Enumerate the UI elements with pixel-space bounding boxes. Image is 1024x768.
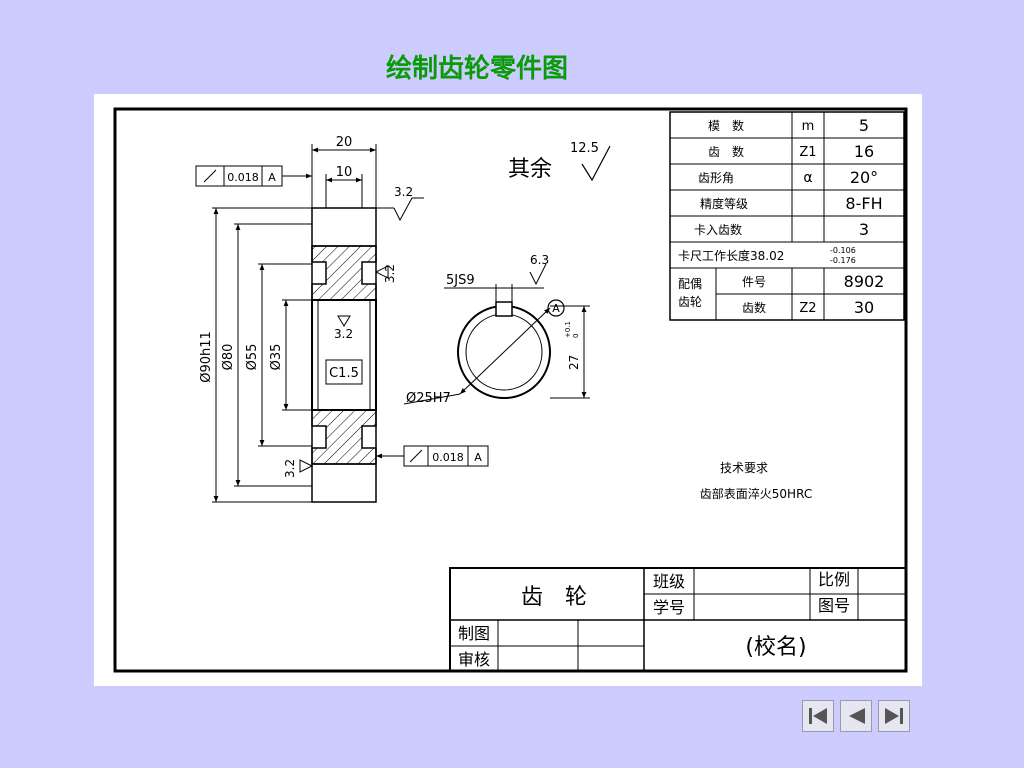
- drawing-no-label: 图号: [818, 596, 850, 615]
- param-row-2-value: 20°: [850, 168, 878, 187]
- class-label: 班级: [653, 572, 685, 591]
- next-slide-button[interactable]: [878, 700, 910, 732]
- previous-slide-icon: [849, 708, 865, 724]
- tolerance-bottom-datum: A: [474, 451, 482, 464]
- student-id-label: 学号: [653, 598, 685, 617]
- mating-row-1-value: 30: [854, 298, 874, 317]
- key-height-tol2: 0: [572, 334, 580, 338]
- param-row-3-name: 精度等级: [700, 196, 748, 211]
- keyway-label: 5JS9: [446, 273, 475, 288]
- drawn-by-label: 制图: [458, 624, 490, 643]
- rough-top: 3.2: [394, 185, 413, 199]
- rough-bottom: 3.2: [283, 459, 297, 478]
- param-row-0-value: 5: [859, 116, 869, 135]
- param-row-2-name: 齿形角: [698, 171, 734, 185]
- remainder-roughness-symbol: [581, 145, 611, 182]
- part-name: 齿 轮: [521, 585, 587, 610]
- dim-d35: Ø35: [269, 344, 284, 371]
- bore-diameter-label: Ø25H7: [406, 391, 451, 406]
- param-row-1-name: 齿 数: [708, 144, 744, 159]
- dim-width-10: 10: [336, 165, 353, 180]
- gear-parameter-table: [669, 111, 905, 321]
- chamfer-label: C1.5: [329, 366, 359, 381]
- tech-requirements-title: 技术要求: [720, 461, 768, 475]
- key-height-label: 27: [567, 355, 581, 370]
- key-height-tol: +0.1: [564, 321, 572, 338]
- rough-right: 3.2: [383, 264, 397, 283]
- mating-row-1-name: 齿数: [742, 300, 766, 315]
- diameter-dimensions: [212, 207, 312, 503]
- remainder-roughness-value: 12.5: [570, 141, 599, 156]
- mating-label-1: 配偶: [678, 277, 702, 291]
- first-slide-button[interactable]: [802, 700, 834, 732]
- remainder-roughness-label: 其余: [508, 157, 552, 182]
- mating-row-0-name: 件号: [742, 275, 766, 289]
- mating-row-0-value: 8902: [844, 272, 885, 291]
- slide-title: 绘制齿轮零件图: [385, 54, 568, 84]
- tolerance-top-value: 0.018: [227, 171, 259, 184]
- tech-requirements-line1: 齿部表面淬火50HRC: [700, 486, 812, 501]
- param-row-1-value: 16: [854, 142, 874, 161]
- datum-label: A: [552, 302, 560, 315]
- tolerance-frame-bottom: [376, 445, 489, 467]
- title-block: [449, 567, 907, 672]
- tolerance-bottom-value: 0.018: [432, 451, 464, 464]
- param-row-2-symbol: α: [803, 170, 812, 186]
- param-row-0-name: 模 数: [708, 118, 744, 133]
- param-row-4-value: 3: [859, 220, 869, 239]
- caliper-upper-dev: -0.106: [830, 246, 856, 255]
- chamfer-box: [325, 359, 363, 385]
- gear-part-drawing: Ø90h11 Ø80 Ø55 Ø35 20 10 3.2 3.2 3.2 3.2…: [94, 94, 922, 686]
- param-row-0-symbol: m: [802, 119, 815, 134]
- first-slide-icon: [809, 708, 827, 724]
- checked-by-label: 审核: [458, 650, 490, 669]
- dim-d90: Ø90h11: [199, 331, 214, 383]
- mating-row-1-symbol: Z2: [799, 301, 816, 316]
- next-slide-icon: [885, 708, 903, 724]
- roughness-marks: [299, 197, 424, 473]
- gear-section-view: [311, 207, 377, 503]
- param-row-4-name: 卡入齿数: [694, 222, 742, 237]
- dim-width-20: 20: [336, 135, 353, 150]
- keyway-roughness: 6.3: [530, 253, 549, 267]
- bore-cross-section: [403, 263, 590, 405]
- mating-label-2: 齿轮: [678, 295, 702, 309]
- caliper-lower-dev: -0.176: [830, 256, 856, 265]
- param-row-3-value: 8-FH: [845, 194, 882, 213]
- dim-d55: Ø55: [245, 344, 260, 371]
- slide-navigation: [802, 700, 910, 732]
- previous-slide-button[interactable]: [840, 700, 872, 732]
- tolerance-frame-top: [195, 165, 312, 187]
- rough-bore: 3.2: [334, 327, 353, 341]
- param-row-1-symbol: Z1: [799, 145, 816, 160]
- tolerance-top-datum: A: [268, 171, 276, 184]
- caliper-length-label: 卡尺工作长度38.02: [678, 248, 784, 263]
- scale-label: 比例: [818, 570, 850, 589]
- dim-d80: Ø80: [221, 344, 236, 371]
- school-name: (校名): [745, 635, 806, 660]
